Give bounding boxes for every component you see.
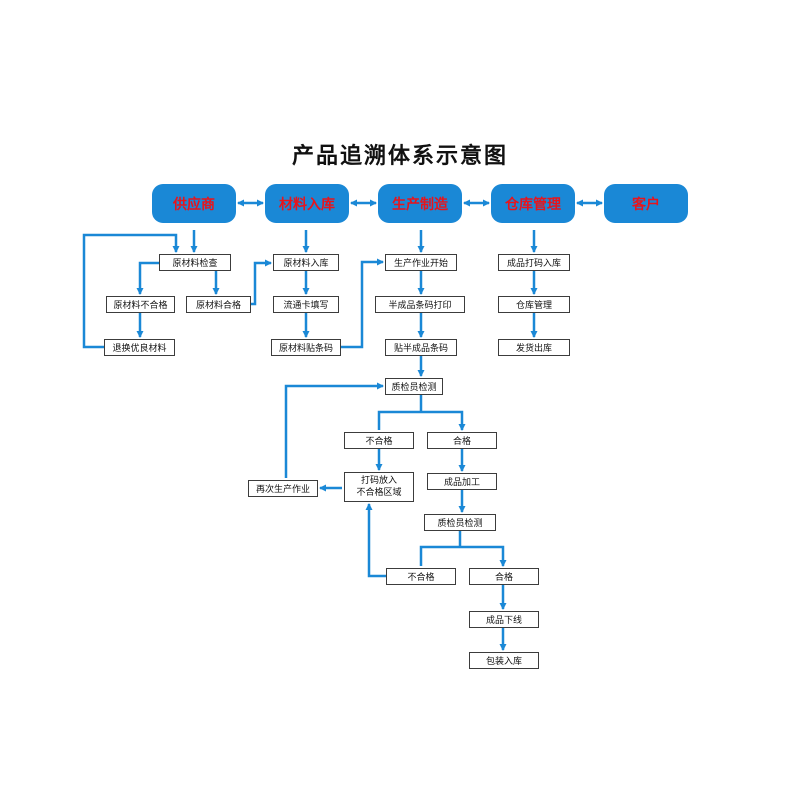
link-inspection-rejected (136, 261, 159, 295)
box-pack-in: 包装入库 (469, 652, 539, 669)
link-qc1-split (377, 410, 466, 431)
box-pass-2: 合格 (469, 568, 539, 585)
box-semi-barcode-print: 半成品条码打印 (375, 296, 465, 313)
stage-warehouse: 仓库管理 (491, 184, 575, 223)
box-fail-2: 不合格 (386, 568, 456, 585)
link-accepted-material-in (251, 259, 272, 306)
box-production-start: 生产作业开始 (385, 254, 457, 271)
box-material-label: 原材料贴条码 (271, 339, 341, 356)
reject-area-line-2: 不合格区域 (356, 488, 402, 498)
box-rework: 再次生产作业 (248, 480, 318, 497)
box-replace-material: 退换优良材料 (104, 339, 175, 356)
box-finished-processing: 成品加工 (427, 473, 497, 490)
link-replace-loop (82, 233, 180, 349)
box-finished-offline: 成品下线 (469, 611, 539, 628)
box-pass-1: 合格 (427, 432, 497, 449)
stage-customer: 客户 (604, 184, 688, 223)
link-qc2-split (419, 545, 507, 567)
link-label-production-start (341, 258, 384, 349)
box-reject-area: 打码放入 不合格区域 (344, 472, 414, 502)
box-fail-1: 不合格 (344, 432, 414, 449)
box-material-accepted: 原材料合格 (186, 296, 251, 313)
link-fail2-reject (365, 503, 386, 578)
box-flow-card: 流通卡填写 (273, 296, 339, 313)
box-ship-out: 发货出库 (498, 339, 570, 356)
box-qc-2: 质检员检测 (424, 514, 496, 531)
reject-area-line-1: 打码放入 (360, 476, 397, 486)
box-warehouse-manage: 仓库管理 (498, 296, 570, 313)
box-raw-material-in: 原材料入库 (273, 254, 339, 271)
box-finished-barcode-in: 成品打码入库 (498, 254, 570, 271)
box-semi-barcode-label: 贴半成品条码 (385, 339, 457, 356)
stage-supplier: 供应商 (152, 184, 236, 223)
box-material-rejected: 原材料不合格 (106, 296, 175, 313)
link-rework-qc1 (284, 382, 384, 478)
stage-material-in: 材料入库 (265, 184, 349, 223)
box-qc-1: 质检员检测 (385, 378, 443, 395)
stage-production: 生产制造 (378, 184, 462, 223)
box-material-inspection: 原材料检查 (159, 254, 231, 271)
diagram-title: 产品追溯体系示意图 (291, 144, 508, 169)
